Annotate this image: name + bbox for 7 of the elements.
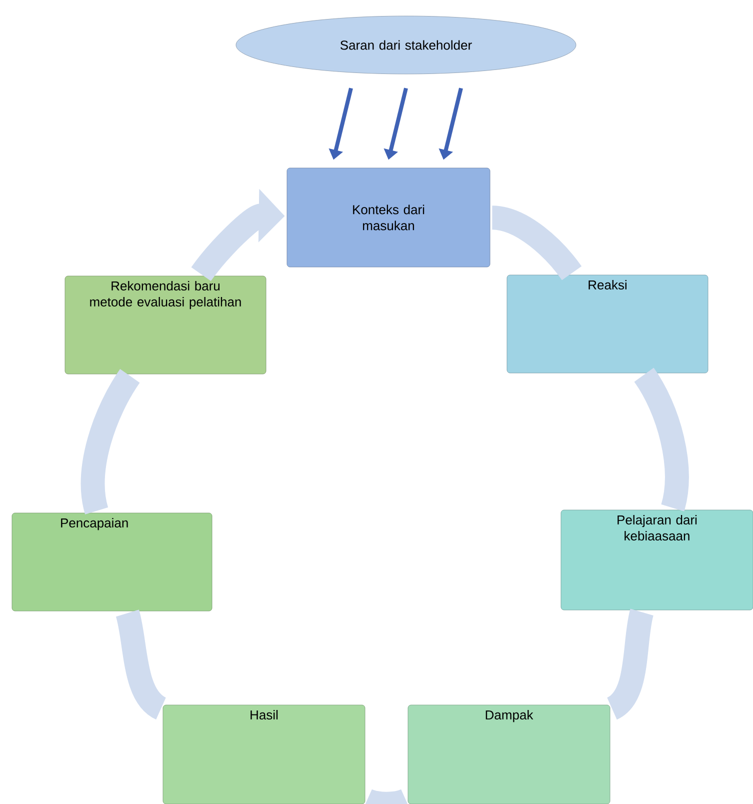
process-box: Pencapaian xyxy=(12,512,212,612)
process-box: Reaksi xyxy=(506,274,708,374)
process-box: Konteks dari masukan xyxy=(286,168,490,268)
process-box: Dampak xyxy=(408,704,610,804)
process-box: Rekomendasi baru metode evaluasi pelatihan xyxy=(64,276,266,374)
process-box: Pelajaran dari kebiaasaan xyxy=(560,510,753,610)
process-box: Hasil xyxy=(162,704,366,804)
